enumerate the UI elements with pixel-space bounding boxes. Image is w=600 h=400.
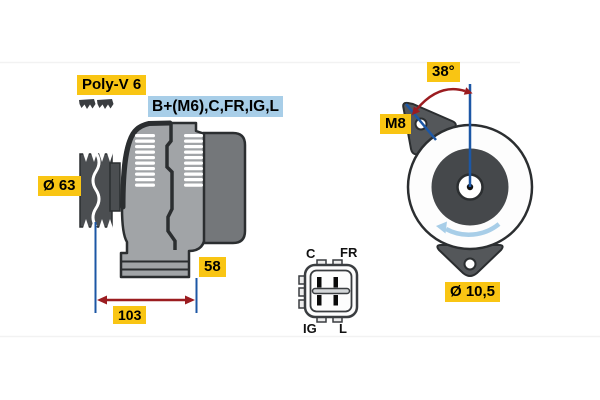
connector-pin-label-ig: IG (303, 321, 317, 336)
connector-pin-label-l: L (339, 321, 347, 336)
mounting-foot (121, 260, 189, 271)
pulley-break-line (91, 152, 101, 228)
depth-dimension-label: 58 (199, 257, 226, 277)
rear-view (402, 84, 534, 277)
thread-size-label: M8 (380, 114, 411, 134)
length-dimension-label: 103 (113, 306, 147, 324)
pulley (79, 152, 113, 228)
rear-housing (202, 131, 247, 245)
pulley-groove-notches (83, 153, 113, 228)
dimension-lines-103 (94, 222, 198, 313)
belt-profile-icon (79, 99, 114, 109)
front-bracket-edge (120, 120, 173, 210)
connector-diagram (298, 259, 359, 323)
terminals-label: B+(M6),C,FR,IG,L (148, 96, 284, 117)
connector-pins (317, 277, 338, 306)
connector-inner-wall (309, 269, 353, 313)
hole-diameter-label: Ø 10,5 (445, 282, 501, 302)
mounting-angle-label: 38° (427, 62, 460, 82)
housing-seam (165, 123, 177, 250)
side-view (79, 99, 247, 313)
connector-pin-label-fr: FR (340, 245, 358, 260)
lug-hole-bottom (463, 257, 477, 271)
angle-arc-arrow (411, 87, 473, 116)
belt-type-label: Poly-V 6 (77, 75, 147, 95)
connector-pin-label-c: C (306, 246, 316, 261)
angle-reference-line-lug (405, 103, 437, 141)
cooling-fins (135, 134, 203, 187)
pulley-diameter-label: Ø 63 (38, 176, 81, 196)
shaft-hub (109, 162, 121, 212)
rotation-arrow-icon (436, 221, 501, 237)
connector-key-bar (311, 287, 351, 295)
